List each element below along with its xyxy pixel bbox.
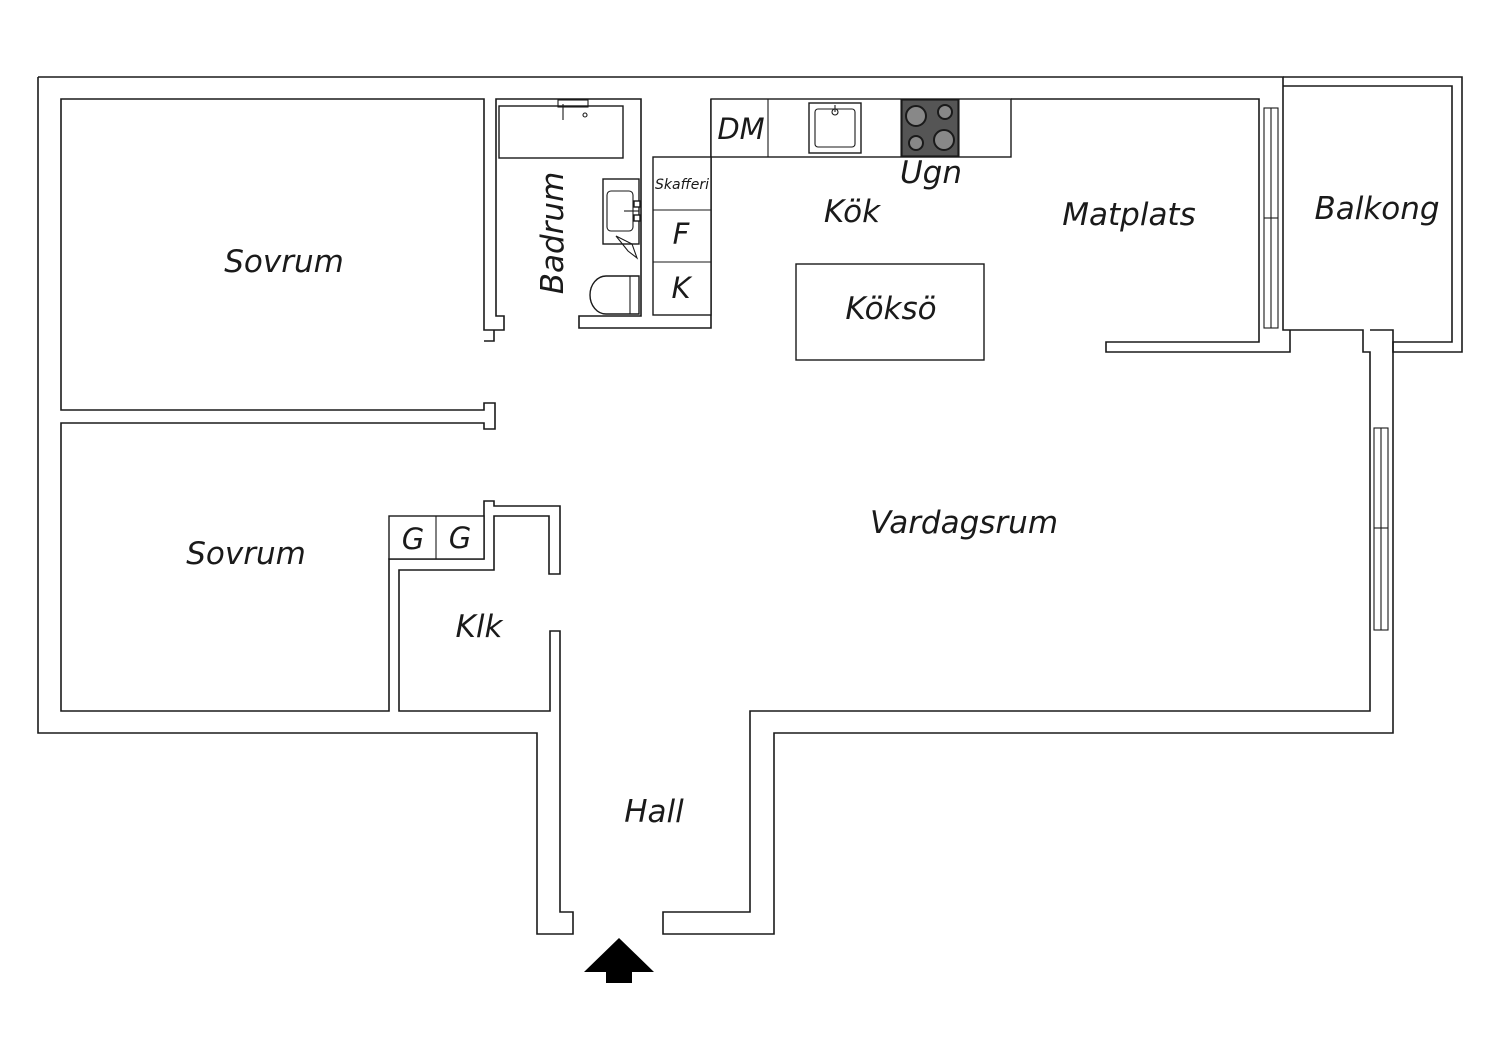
bathtub-icon [498,99,624,159]
label-badrum: Badrum [535,172,571,295]
entrance-arrow-icon [584,938,654,983]
label-vardagsrum: Vardagsrum [870,505,1058,541]
stove-icon [901,99,959,157]
label-wardrobe-2: G [449,521,471,555]
label-matplats: Matplats [1062,197,1196,233]
living-room-window [1373,427,1389,631]
label-fridge: F [673,217,691,251]
label-sovrum-top: Sovrum [224,244,344,280]
outer-walls [37,76,1463,935]
label-koksö: Köksö [845,291,936,327]
label-kok: Kök [824,194,881,230]
label-dm: DM [717,112,764,146]
label-hall: Hall [624,794,684,830]
washbasin-icon [602,178,641,260]
label-sovrum-bottom: Sovrum [186,536,306,572]
label-skafferi: Skafferi [655,177,709,193]
pantry-cabinets [652,156,712,316]
toilet-icon [589,275,640,315]
label-balkong: Balkong [1314,191,1439,227]
label-klk: Klk [456,609,504,645]
wardrobes [388,515,485,560]
label-wardrobe-1: G [402,522,424,556]
kitchen-island [795,263,985,361]
sink-icon [808,102,862,154]
label-ugn: Ugn [900,155,962,191]
label-freezer: K [671,271,692,305]
balcony-window [1263,107,1279,329]
